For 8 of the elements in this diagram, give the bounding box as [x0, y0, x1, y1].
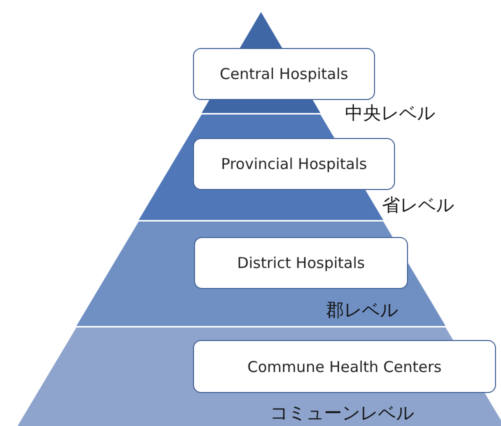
level-box: Central Hospitals — [193, 48, 375, 100]
level-label: 中央レベル — [345, 102, 435, 125]
level-label: 郡レベル — [326, 299, 398, 322]
level-box: Commune Health Centers — [193, 340, 496, 393]
level-label: 省レベル — [382, 194, 454, 217]
level-box: District Hospitals — [194, 237, 408, 289]
level-box: Provincial Hospitals — [193, 138, 395, 190]
level-label: コミューンレベル — [270, 402, 414, 425]
